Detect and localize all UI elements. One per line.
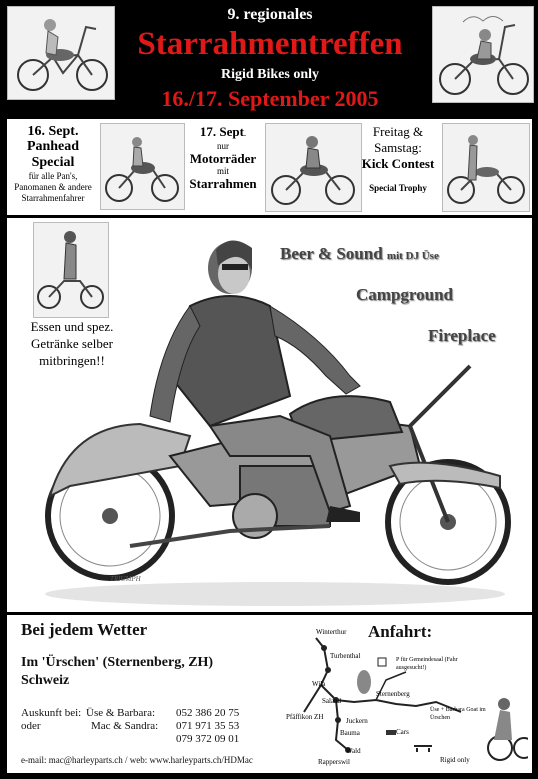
main-rider-illustration (30, 226, 520, 610)
event-rigid-nur: nur (217, 141, 229, 151)
rigid-bike-illustration (266, 124, 361, 211)
feature-beer-dj: mit DJ Üse (386, 250, 439, 262)
event-kick-line3: Kick Contest (361, 156, 435, 171)
map-label-turbenthal: Turbenthal (330, 652, 361, 660)
rider-on-bike-illustration (8, 7, 114, 99)
event-rigid: 17. Sept. nur Motorräder mit Starrahmen (183, 124, 263, 191)
map-label-urschen: Üse + Barbara Goat im Ürschen (430, 707, 486, 721)
location-name: Im 'Ürschen' (Sternenberg, ZH) (21, 655, 214, 670)
map-title: Anfahrt: (368, 622, 433, 641)
rigid-sketch (265, 123, 362, 212)
map-label-juckern: Juckern (346, 717, 368, 725)
auskunft-label: Auskunft bei: (21, 707, 82, 719)
map-label-parking: P für Gemeindesaal (Fahr ausgesucht!) (396, 657, 458, 671)
map-label-rigid-only: Rigid only (440, 756, 470, 764)
contact2-phone1: 071 971 35 53 (176, 720, 240, 732)
map-label-pfaeffikon: Pfäffikon ZH (286, 713, 324, 721)
kick-bike-illustration (443, 124, 529, 211)
event-rigid-dot: . (243, 128, 247, 138)
location-country: Schweiz (21, 673, 70, 688)
rider-motorcycle-drawing (45, 240, 511, 606)
event-kick-line1: Freitag & (372, 124, 424, 139)
event-dates: 16./17. September 2005 (161, 86, 379, 111)
event-kick: Freitag & Samstag: Kick Contest Special … (358, 124, 438, 196)
map-label-rapperswil: Rapperswil (318, 758, 350, 766)
bring-line1: Essen und spez. (30, 319, 114, 334)
contact1-phone: 052 386 20 75 (176, 707, 240, 719)
panhead-bike-illustration (101, 124, 184, 209)
map-label-cars: Cars (396, 728, 409, 736)
map-label-wald: Wald (346, 747, 361, 755)
event-panhead: 16. Sept. Panhead Special für alle Pan's… (8, 124, 98, 204)
panhead-sketch (100, 123, 185, 210)
weather-note: Bei jedem Wetter (21, 620, 148, 639)
feature-fireplace: Fireplace (428, 326, 496, 345)
feature-beer-label: Beer & Sound (280, 244, 383, 263)
bring-line3: mitbringen!! (39, 353, 105, 368)
map-label-winterthur: Winterthur (316, 628, 347, 636)
info-panel (7, 615, 532, 773)
event-title: Starrahmentreffen (137, 26, 403, 62)
event-kick-trophy: Special Trophy (369, 183, 427, 193)
event-panhead-line2: Special (31, 155, 75, 170)
feature-beer: Beer & Sound mit DJ Üse (280, 244, 510, 264)
event-panhead-date: 16. Sept. (27, 124, 79, 139)
contact1-name: Üse & Barbara: (86, 707, 156, 719)
event-rigid-date: 17. Sept (199, 124, 244, 139)
small-rider-illustration (34, 223, 108, 317)
bring-food-note: Essen und spez. Getränke selber mitbring… (17, 318, 127, 369)
map-label-saland: Saland (322, 697, 342, 705)
contact2-phone2: 079 372 09 01 (176, 733, 240, 745)
map-label-bauma: Bauma (340, 729, 360, 737)
contact2-name: Mac & Sandra: (91, 720, 159, 732)
header-sketch-right (432, 6, 534, 103)
event-kick-line2: Samstag: (374, 140, 422, 155)
rider-on-chopper-illustration (433, 7, 533, 102)
event-panhead-line1: Panhead (26, 139, 80, 154)
map-label-sternenberg: Sternenberg (376, 690, 410, 698)
kick-sketch (442, 123, 530, 212)
oder-label: oder (21, 720, 41, 732)
feature-campground: Campground (356, 285, 453, 304)
header-sketch-left (7, 6, 115, 100)
footer-contact: e-mail: mac@harleyparts.ch / web: www.ha… (21, 755, 253, 765)
edition-label: 9. regionales (227, 6, 313, 23)
event-rigid-date-line: 17. Sept. (183, 124, 263, 141)
event-rigid-line2: Starrahmen (189, 176, 257, 191)
small-rider-sketch (33, 222, 109, 318)
map-label-wila: Wila (312, 680, 326, 688)
bring-line2: Getränke selber (31, 336, 113, 351)
event-rigid-line1: Motorräder (189, 151, 257, 166)
artist-signature: TRIUMPH (110, 575, 141, 583)
event-rigid-mit: mit (216, 166, 229, 176)
event-subtitle: Rigid Bikes only (220, 67, 320, 82)
event-panhead-note: für alle Pan's, Panomanen & andere Starr… (14, 171, 92, 203)
